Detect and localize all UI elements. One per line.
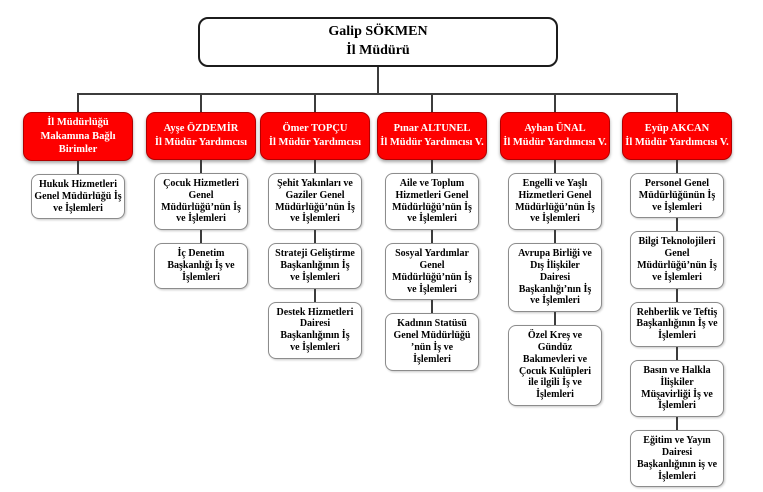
unit-box: Rehberlik ve Teftiş Başkanlığının İş ve … [630,301,724,347]
root-node: Galip SÖKMEN İl Müdürü [198,17,558,67]
unit-box: Eğitim ve Yayın Dairesi Başkanlığının iş… [630,430,724,488]
unit-box: Kadının Statüsü Genel Müdürlüğü ’nün İş … [385,313,479,371]
branch-header: Ömer TOPÇU İl Müdür Yardımcısı [260,112,370,160]
connector-line [314,160,316,173]
unit-box: Hukuk Hizmetleri Genel Müdürlüğü İş ve İ… [31,173,125,220]
unit-box: Aile ve Toplum Hizmetleri Genel Müdürlüğ… [385,173,479,231]
unit-box: Basın ve Halkla İlişkiler Müşavirliği İş… [630,359,724,418]
connector-drop-1 [77,93,79,112]
connector-drop-5 [554,93,556,112]
connector-drop-6 [676,93,678,112]
connector-line [200,160,202,173]
unit-box: Strateji Geliştirme Başkanlığının İş ve … [268,243,362,289]
connector-drop-2 [200,93,202,112]
connector-line [676,417,678,431]
branch-column-2: Ayşe ÖZDEMİR İl Müdür Yardımcısı Çocuk H… [146,112,256,289]
unit-box: Bilgi Teknolojileri Genel Müdürlüğü’nün … [630,231,724,289]
connector-line [676,160,678,173]
root-name: Galip SÖKMEN [328,24,428,40]
unit-box: Çocuk Hizmetleri Genel Müdürlüğü’nün İş … [154,173,248,231]
unit-box: İç Denetim Başkanlığı İş ve İşlemleri [154,243,248,289]
branch-column-1: İl Müdürlüğü Makamına Bağlı Birimler Huk… [23,112,133,220]
connector-line [200,230,202,244]
connector-line [77,160,79,174]
branch-header: Eyüp AKCAN İl Müdür Yardımcısı V. [622,112,732,160]
branch-column-5: Ayhan ÜNAL İl Müdür Yardımcısı V. Engell… [500,112,610,406]
branch-column-3: Ömer TOPÇU İl Müdür Yardımcısı Şehit Yak… [260,112,370,359]
unit-box: Personel Genel Müdürlüğünün İş ve İşleml… [630,173,724,219]
unit-box: Engelli ve Yaşlı Hizmetleri Genel Müdürl… [508,173,602,231]
connector-line [554,160,556,173]
connector-horizontal [77,93,678,95]
connector-drop-3 [314,93,316,112]
branch-header: Ayhan ÜNAL İl Müdür Yardımcısı V. [500,112,610,160]
root-title: İl Müdürü [346,43,410,58]
connector-line [676,346,678,360]
unit-box: Şehit Yakınları ve Gaziler Genel Müdürlü… [268,173,362,231]
unit-box: Sosyal Yardımlar Genel Müdürlüğü’nün İş … [385,243,479,301]
connector-line [431,160,433,173]
branch-header: İl Müdürlüğü Makamına Bağlı Birimler [23,112,133,161]
branch-column-4: Pınar ALTUNEL İl Müdür Yardımcısı V. Ail… [377,112,487,371]
connector-line [554,230,556,244]
connector-line [314,230,316,244]
connector-line [676,288,678,302]
connector-line [431,300,433,314]
connector-line [431,230,433,244]
unit-box: Avrupa Birliği ve Dış İlişkiler Dairesi … [508,243,602,313]
connector-line [676,218,678,232]
branch-column-6: Eyüp AKCAN İl Müdür Yardımcısı V. Person… [622,112,732,488]
connector-root-drop [377,67,379,94]
connector-line [554,312,556,326]
branch-header: Ayşe ÖZDEMİR İl Müdür Yardımcısı [146,112,256,160]
branch-header: Pınar ALTUNEL İl Müdür Yardımcısı V. [377,112,487,160]
unit-box: Destek Hizmetleri Dairesi Başkanlığının … [268,301,362,359]
unit-box: Özel Kreş ve Gündüz Bakımevleri ve Çocuk… [508,325,602,406]
connector-line [314,288,316,302]
connector-drop-4 [431,93,433,112]
